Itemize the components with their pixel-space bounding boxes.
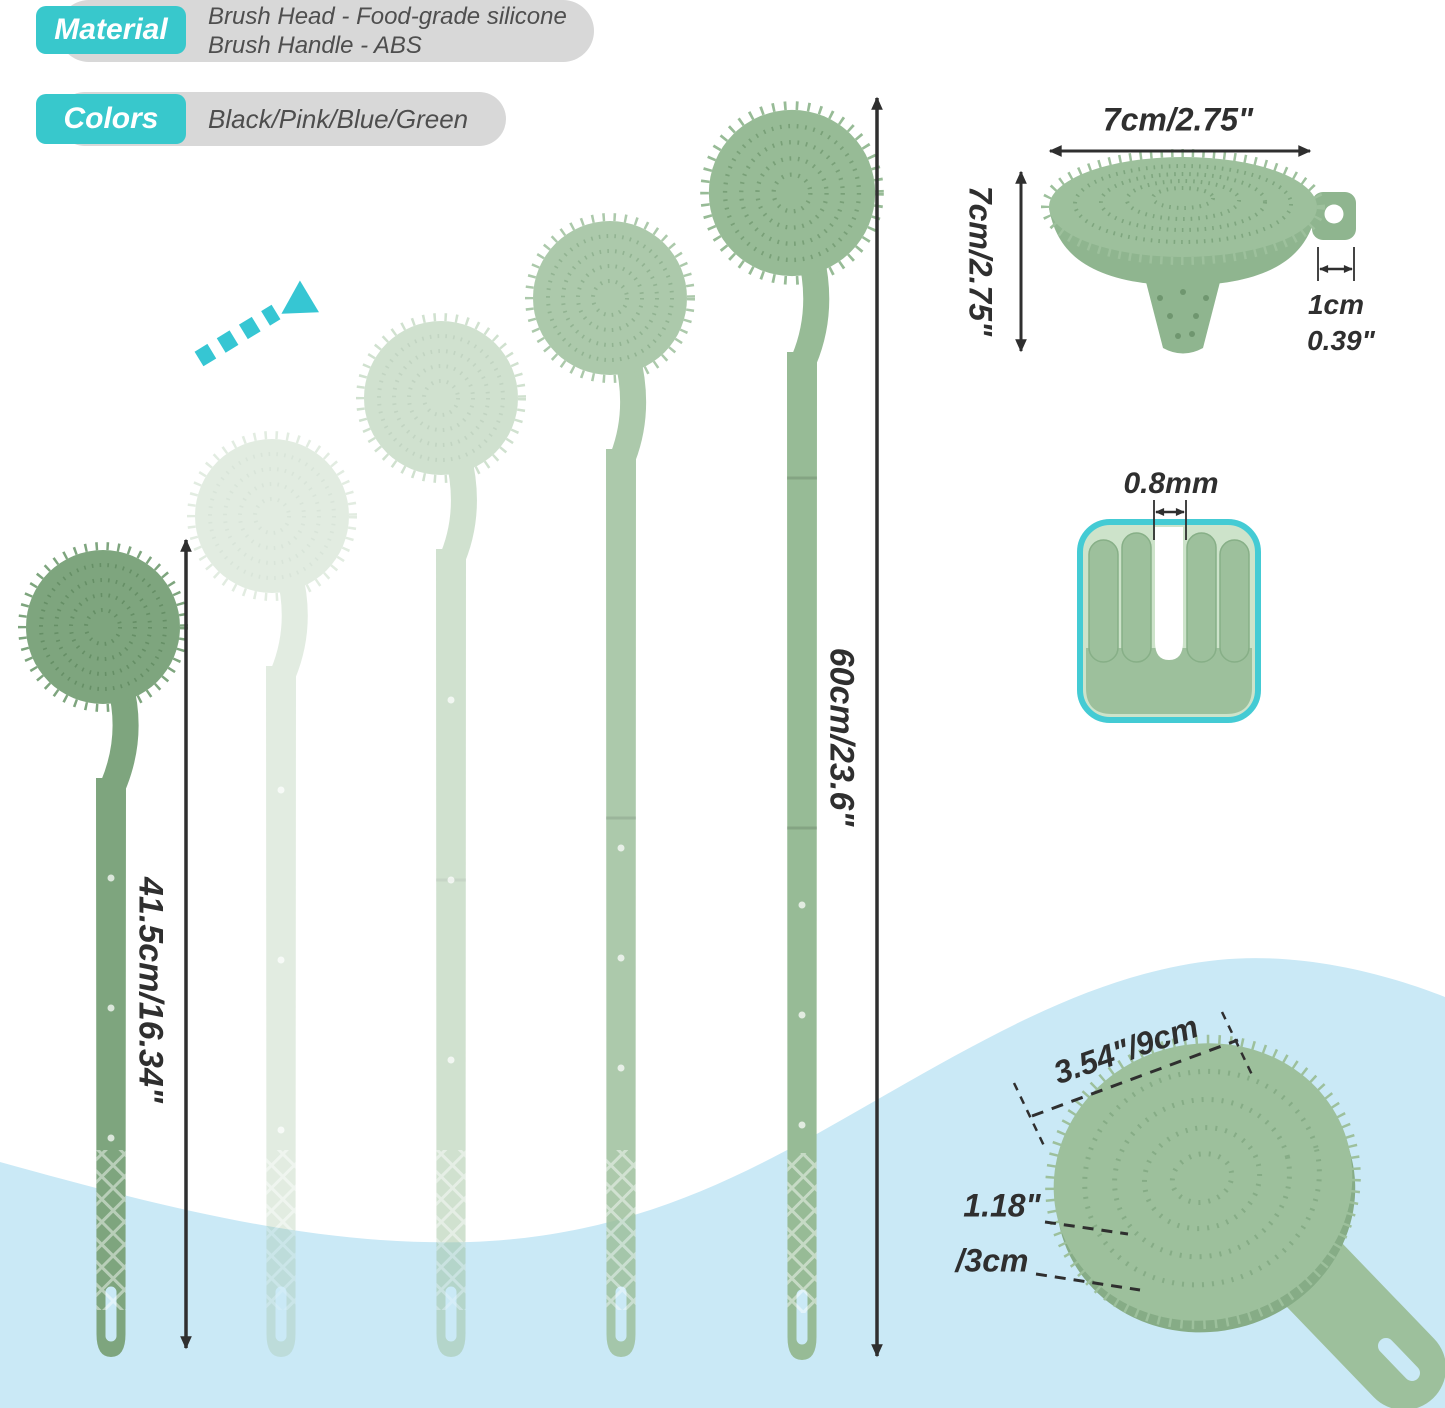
pad-face [1045, 1034, 1361, 1333]
dimension-arrows [180, 96, 1355, 1358]
brush-extending [529, 217, 691, 1357]
pad-measurement-dashes [1012, 1011, 1256, 1292]
pad-angled-view [1012, 1011, 1445, 1408]
foot-nubs [1157, 289, 1209, 339]
brush-ghost-1 [191, 435, 353, 1357]
wave-background [0, 958, 1445, 1408]
brush-extended [704, 105, 880, 1360]
extend-direction-arrow-icon [194, 280, 319, 367]
bristle-gap-shape [1155, 527, 1183, 660]
bristle-zoom-box [1077, 519, 1261, 723]
brush-ghost-2 [360, 317, 522, 1357]
hanger-tab-hole [1324, 204, 1344, 224]
head-foot-cone [1146, 282, 1220, 354]
brush-collapsed [22, 546, 184, 1357]
pad-handle-hole [1378, 1338, 1420, 1381]
head-side-view [1041, 149, 1356, 354]
